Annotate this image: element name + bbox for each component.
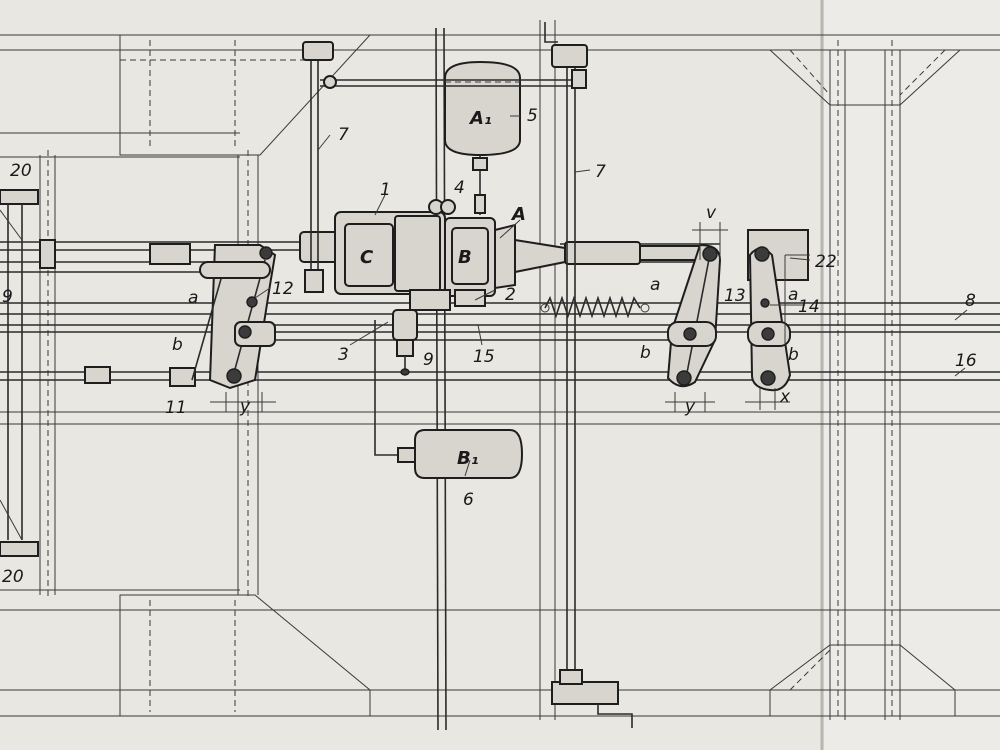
- dimension-marks: [210, 254, 810, 412]
- label-B: B: [458, 247, 472, 268]
- brackets-20: [0, 189, 39, 557]
- label-15: 15: [473, 347, 495, 367]
- label-y-left: y: [239, 397, 251, 417]
- label-4: 4: [454, 178, 465, 198]
- label-3: 3: [338, 345, 349, 365]
- label-y-right: y: [684, 397, 696, 417]
- label-20-top: 20: [10, 161, 32, 181]
- label-14: 14: [798, 297, 820, 317]
- label-a-mid: a: [650, 275, 660, 295]
- lever-13: [666, 222, 728, 388]
- vertical-rod-center: [435, 27, 447, 731]
- label-6: 6: [463, 490, 474, 510]
- label-9-left: 9: [2, 287, 13, 307]
- label-20-bottom: 20: [2, 567, 24, 587]
- label-B1: B₁: [457, 448, 479, 469]
- label-A: A: [510, 204, 526, 225]
- gusset-plates-right: [768, 49, 962, 717]
- label-v: v: [706, 203, 717, 223]
- valve-assembly: [392, 309, 418, 376]
- couplers-left: [39, 239, 196, 387]
- label-7-left: 7: [338, 125, 349, 145]
- label-11: 11: [165, 398, 187, 418]
- gusset-plates-left: [119, 34, 372, 717]
- label-22: 22: [815, 252, 837, 272]
- label-A1: A₁: [468, 108, 492, 129]
- label-b-mid: b: [640, 343, 651, 363]
- label-8: 8: [965, 291, 976, 311]
- control-rod-7-right: [544, 22, 633, 728]
- label-1: 1: [380, 180, 391, 200]
- label-a-left: a: [188, 288, 198, 308]
- label-12: 12: [272, 279, 294, 299]
- part-labels: 1 2 3 4 5 6 7 7 8 9 9 11 12 13 14 15 16 …: [2, 106, 977, 587]
- label-2: 2: [505, 285, 516, 305]
- return-spring: [540, 295, 650, 319]
- label-b-right: b: [788, 345, 799, 365]
- label-5: 5: [527, 106, 538, 126]
- page-fold: [820, 0, 1000, 750]
- label-x: x: [779, 387, 791, 407]
- label-13: 13: [724, 286, 746, 306]
- label-16: 16: [955, 351, 977, 371]
- leader-lines: [254, 115, 968, 477]
- label-a-right: a: [788, 285, 798, 305]
- reservoir-b1: [374, 320, 524, 479]
- label-b-left: b: [172, 335, 183, 355]
- label-7-right: 7: [595, 162, 606, 182]
- control-rod-7-left: [302, 41, 580, 293]
- label-9-center: 9: [423, 350, 434, 370]
- motor-compressor-unit: [299, 199, 706, 311]
- lever-14: [747, 229, 809, 410]
- label-C: C: [360, 247, 374, 268]
- lever-assembly-left: [191, 244, 277, 390]
